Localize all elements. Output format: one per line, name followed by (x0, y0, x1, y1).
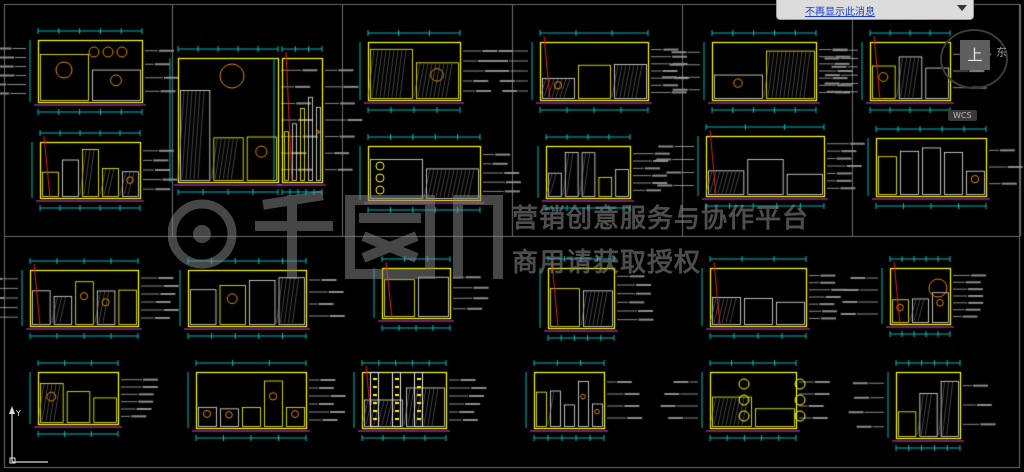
wcs-menu-button[interactable]: WCS (948, 110, 977, 121)
dont-show-again-link[interactable]: 不再显示此消息 (805, 7, 875, 18)
viewcube[interactable]: 上 东 WCS (930, 26, 1008, 121)
watermark-text-line1: 营销创意服务与协作平台 (512, 204, 810, 234)
ucs-y-label: Y (15, 409, 21, 418)
notification-banner: 不再显示此消息 (776, 0, 974, 20)
ucs-icon: Y (9, 406, 48, 464)
viewcube-east-label: 东 (996, 46, 1007, 59)
watermark-logo (168, 190, 503, 279)
chevron-down-icon[interactable] (957, 5, 967, 11)
watermark-text-line2: 商用请获取授权 (512, 248, 702, 278)
viewcube-top-face[interactable]: 上 (960, 40, 990, 70)
viewcube-compass-ring[interactable] (940, 29, 1008, 89)
